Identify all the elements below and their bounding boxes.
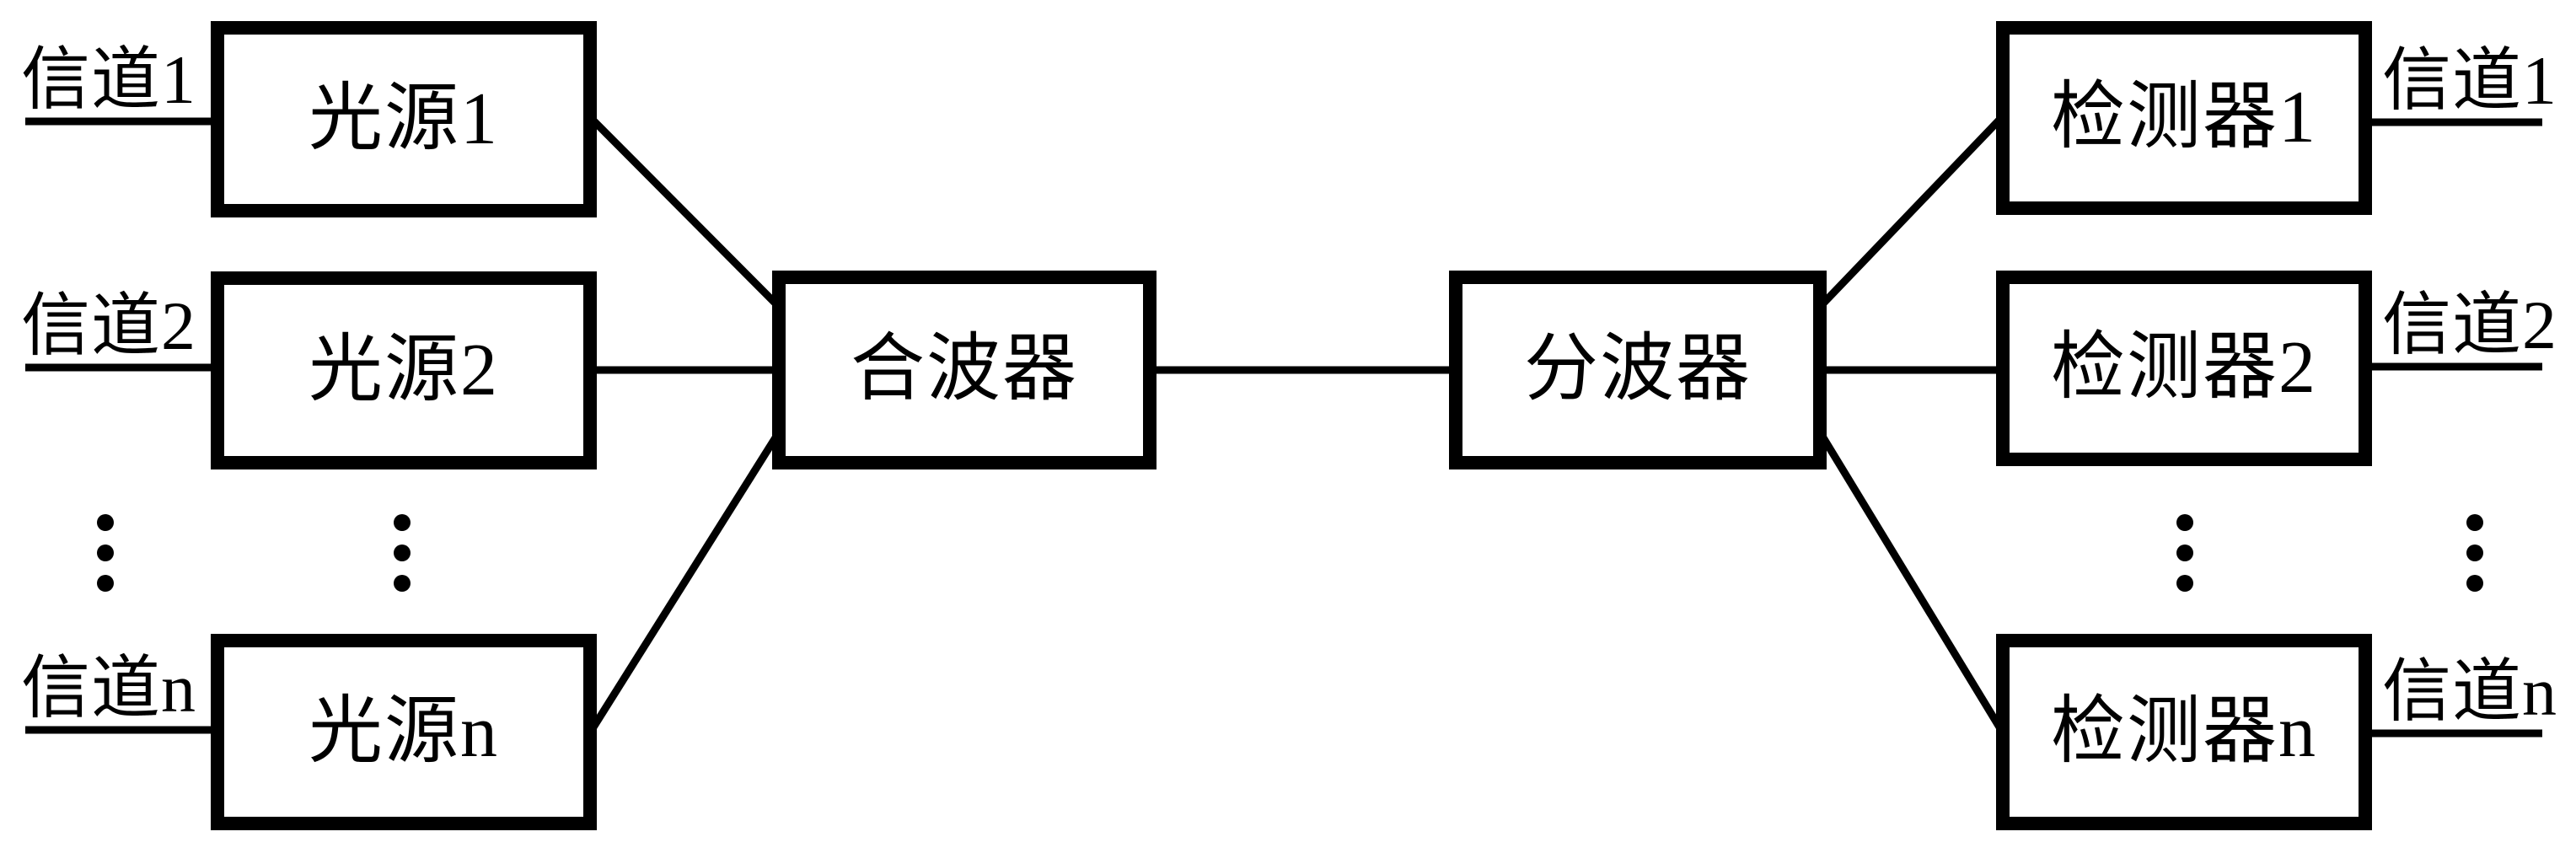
detector-1-label: 检测器1 [2050, 77, 2317, 158]
source-1-to-mux-line [588, 115, 781, 308]
vertical-ellipsis-icon [97, 514, 114, 592]
multiplexer-label: 合波器 [850, 329, 1078, 410]
left-channel-2-label: 信道2 [21, 287, 197, 364]
right-channel-n-label: 信道n [2382, 653, 2558, 730]
detector-2-label: 检测器2 [2050, 327, 2317, 409]
source-1-box: 光源1 [211, 21, 597, 217]
demux-to-detector-n-line [1818, 432, 2004, 732]
demultiplexer-box: 分波器 [1449, 271, 1827, 469]
source-2-box: 光源2 [211, 271, 597, 469]
right-channel-1-label: 信道1 [2382, 42, 2558, 119]
multiplexer-box: 合波器 [772, 271, 1157, 469]
detector-n-box: 检测器n [1996, 634, 2372, 830]
vertical-ellipsis-icon [2466, 514, 2483, 592]
source-n-box: 光源n [211, 634, 597, 830]
demux-to-detector-1-line [1818, 115, 2004, 308]
detector-1-box: 检测器1 [1996, 21, 2372, 215]
left-channel-1-label: 信道1 [21, 41, 197, 118]
right-channel-2-label: 信道2 [2382, 287, 2558, 363]
vertical-ellipsis-icon [2176, 514, 2193, 592]
detector-n-label: 检测器n [2050, 690, 2317, 773]
left-channel-n-label: 信道n [21, 650, 197, 727]
demultiplexer-label: 分波器 [1523, 329, 1752, 410]
vertical-ellipsis-icon [394, 514, 411, 592]
source-n-label: 光源n [308, 690, 499, 773]
source-2-label: 光源2 [308, 329, 499, 411]
source-1-label: 光源1 [308, 78, 499, 160]
source-n-to-mux-line [588, 432, 781, 732]
detector-2-box: 检测器2 [1996, 271, 2372, 466]
